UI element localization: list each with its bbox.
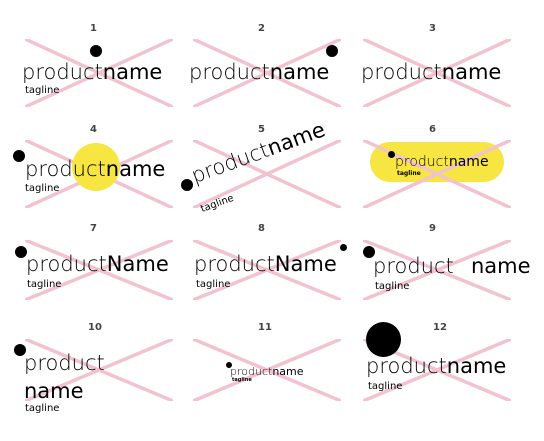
wordmark-name: name	[24, 381, 84, 402]
wordmark: productname	[230, 366, 304, 377]
wordmark-name: name	[446, 354, 507, 378]
wordmark-product: product	[366, 354, 447, 378]
dot-icon	[226, 362, 232, 368]
x-mark-icon	[193, 140, 341, 208]
tagline: tagline	[397, 170, 421, 177]
tagline: tagline	[25, 183, 60, 194]
dot-icon	[366, 322, 401, 357]
wordmark-name-text: name	[471, 254, 531, 278]
variant-number: 6	[429, 124, 436, 135]
variant-number: 5	[258, 124, 265, 135]
wordmark: productname	[189, 62, 329, 83]
x-mark-icon	[25, 39, 173, 107]
wordmark: productname	[361, 62, 501, 83]
tagline: tagline	[27, 279, 62, 290]
wordmark-name-text: name	[24, 379, 84, 403]
x-mark-icon	[363, 240, 511, 300]
wordmark-name: Name	[274, 252, 337, 276]
wordmark-product: product	[395, 154, 449, 170]
highlight-circle	[72, 143, 120, 191]
x-mark-icon	[193, 39, 341, 107]
variant-number: 1	[90, 23, 97, 34]
dot-icon	[340, 244, 347, 251]
tagline: tagline	[25, 403, 60, 414]
dot-icon	[15, 246, 27, 258]
wordmark-name: name	[448, 154, 489, 170]
wordmark-name: name	[272, 365, 304, 378]
wordmark: productName	[26, 254, 169, 275]
tagline: tagline	[232, 377, 252, 383]
tagline: tagline	[196, 279, 231, 290]
wordmark-product-text: product	[24, 351, 105, 375]
dot-icon	[326, 45, 338, 57]
dot-icon	[363, 246, 375, 258]
x-mark-icon	[193, 339, 341, 401]
wordmark: productname	[25, 159, 165, 180]
wordmark: productname	[366, 356, 506, 377]
wordmark-product: product	[361, 60, 442, 84]
variant-number: 9	[429, 223, 436, 234]
tagline: tagline	[25, 85, 60, 96]
dot-icon	[388, 151, 395, 158]
wordmark-product: product	[26, 252, 107, 276]
wordmark-name: Name	[106, 252, 169, 276]
variant-number: 4	[90, 124, 97, 135]
wordmark-name: name	[269, 60, 330, 84]
wordmark-name: name	[105, 157, 166, 181]
tagline: tagline	[368, 381, 403, 392]
variant-number: 3	[429, 23, 436, 34]
wordmark-product-text: product	[373, 254, 454, 278]
wordmark-product: product	[194, 252, 275, 276]
wordmark-product: product	[230, 365, 273, 378]
wordmark-name: name	[441, 60, 502, 84]
dot-icon	[90, 45, 102, 57]
wordmark-product: product	[373, 256, 454, 277]
wordmark-product: product	[22, 60, 103, 84]
wordmark-name: name	[471, 256, 531, 277]
wordmark: productname	[395, 155, 489, 169]
wordmark-name: name	[102, 60, 163, 84]
x-mark-icon	[193, 240, 341, 300]
dot-icon	[181, 179, 193, 191]
x-mark-icon	[363, 39, 511, 107]
wordmark-product: product	[25, 157, 106, 181]
x-mark-icon	[25, 240, 173, 300]
wordmark: productname	[22, 62, 162, 83]
wordmark-product: product	[24, 353, 105, 374]
wordmark-product: product	[189, 60, 270, 84]
x-mark-icon	[363, 140, 511, 208]
x-mark-icon	[25, 339, 173, 401]
dot-icon	[13, 150, 25, 162]
variant-number: 2	[258, 23, 265, 34]
variant-number: 12	[433, 322, 447, 333]
variant-number: 11	[258, 322, 272, 333]
dot-icon	[14, 344, 26, 356]
tagline: tagline	[375, 281, 410, 292]
variant-number: 10	[88, 322, 102, 333]
wordmark: productName	[194, 254, 337, 275]
variant-number: 7	[90, 223, 97, 234]
variant-number: 8	[258, 223, 265, 234]
